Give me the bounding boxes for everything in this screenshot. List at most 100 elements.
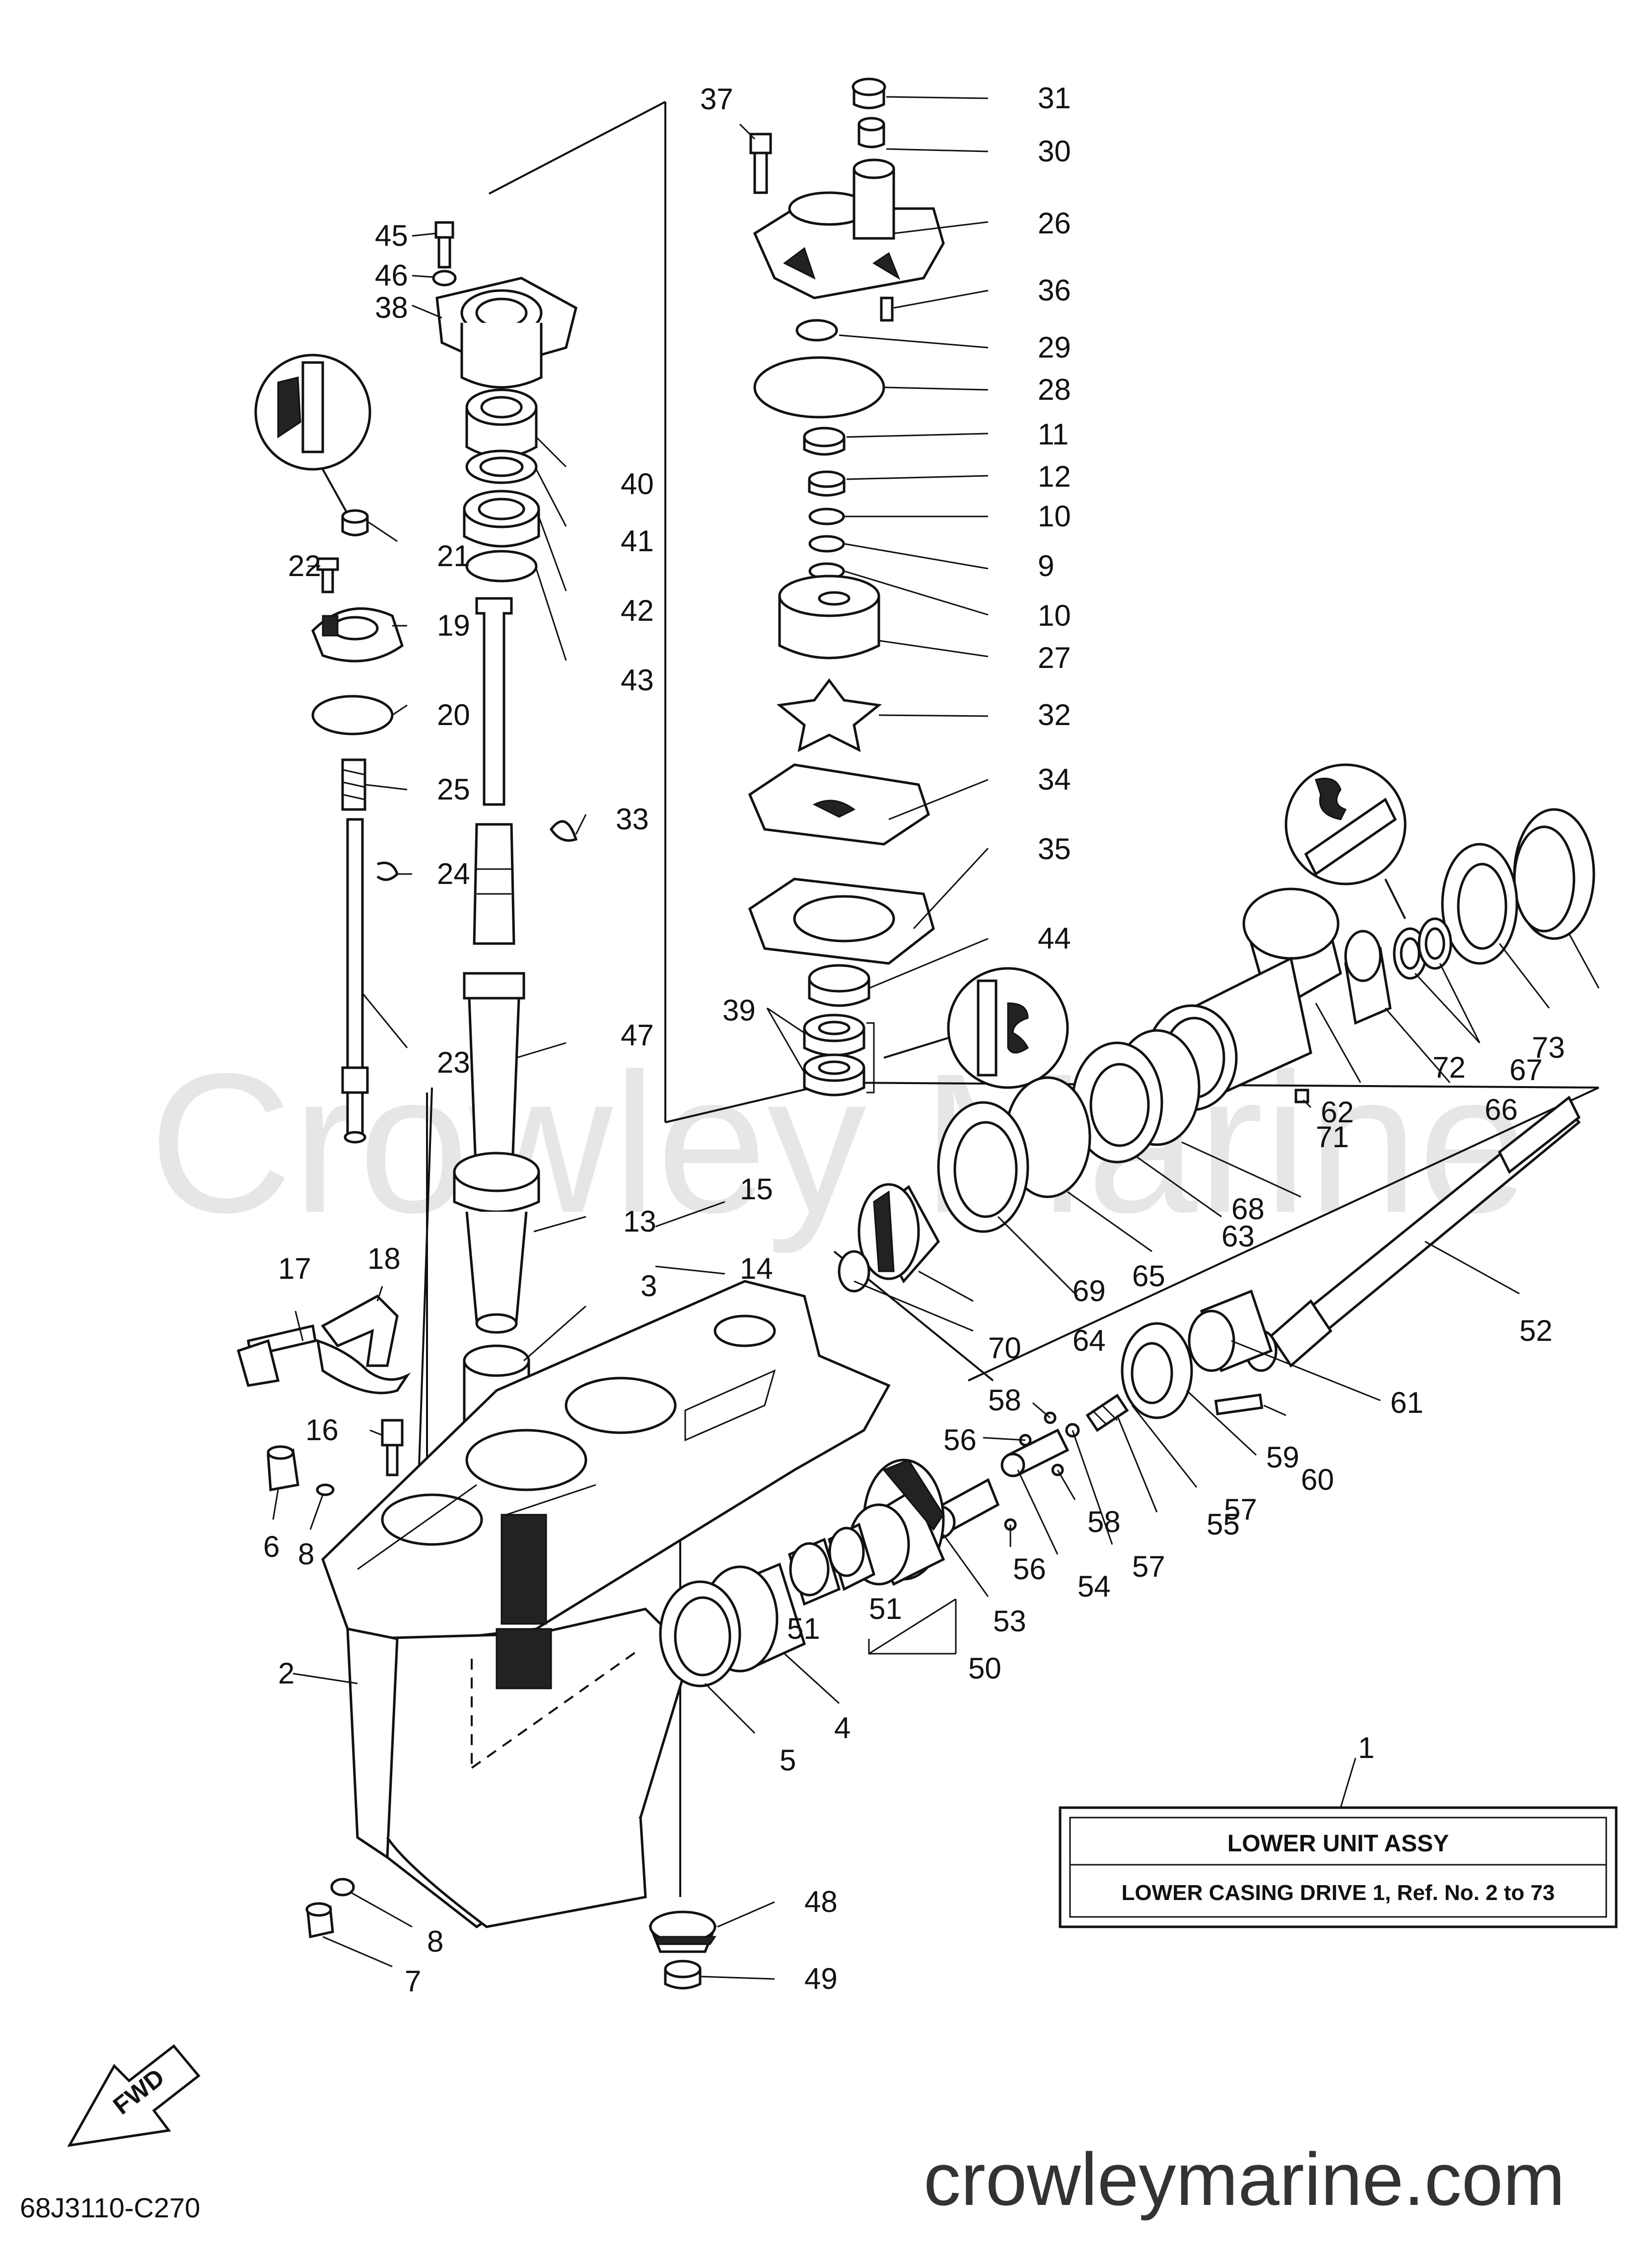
callout-58: 58: [1087, 1505, 1121, 1538]
part-46-washer: [432, 270, 457, 287]
callout-40: 40: [621, 467, 654, 501]
callout-73: 73: [1532, 1031, 1565, 1064]
callout-32: 32: [1038, 698, 1071, 732]
callout-61: 61: [1390, 1386, 1424, 1419]
callout-45: 45: [375, 219, 408, 252]
callout-42: 42: [621, 594, 654, 627]
callout-44: 44: [1038, 922, 1071, 955]
callout-63: 63: [1221, 1220, 1255, 1253]
callout-16: 16: [305, 1413, 339, 1447]
part-19-retainer: [311, 607, 404, 662]
part-51-taper-roller-bearings: [787, 1523, 875, 1606]
callout-64: 64: [1072, 1324, 1106, 1357]
callout-53: 53: [993, 1605, 1026, 1638]
callout-19: 19: [437, 609, 470, 642]
callout-62: 62: [1321, 1096, 1354, 1129]
callout-9: 9: [1038, 549, 1054, 583]
part-4-bearing-race: [701, 1562, 806, 1673]
part-8-gasket-lower: [330, 1878, 355, 1897]
callout-15: 15: [740, 1172, 773, 1206]
callout-49: 49: [804, 1962, 838, 1995]
callout-17: 17: [278, 1252, 311, 1285]
part-41-washer: [465, 449, 538, 484]
part-59-cross-pin: [1214, 1393, 1264, 1415]
part-33-key: [549, 820, 578, 842]
part-30-tube-seal: [857, 117, 885, 148]
part-36-dowel-pin: [880, 296, 894, 322]
legend-box: LOWER UNIT ASSY LOWER CASING DRIVE 1, Re…: [1059, 1806, 1618, 1928]
part-71-key: [1294, 1089, 1309, 1103]
part-17-link: [316, 1294, 411, 1394]
legend-subtitle: LOWER CASING DRIVE 1, Ref. No. 2 to 73: [1122, 1881, 1555, 1905]
callout-59: 59: [1266, 1441, 1299, 1474]
part-47-drive-shaft: [463, 597, 525, 1223]
part-70-shim: [838, 1250, 870, 1293]
callout-10: 10: [1038, 500, 1071, 533]
part-38-cover: [435, 277, 577, 389]
callout-50: 50: [968, 1652, 1001, 1685]
part-66-needle-bearing: [1344, 930, 1392, 1025]
callout-11: 11: [1038, 418, 1069, 451]
callout-48: 48: [804, 1885, 838, 1918]
part-13-sleeve: [453, 1152, 540, 1334]
callout-46: 46: [375, 259, 408, 292]
callout-2: 2: [278, 1657, 294, 1690]
callout-34: 34: [1038, 763, 1071, 796]
callout-47: 47: [621, 1019, 654, 1052]
callout-29: 29: [1038, 331, 1071, 364]
part-42-seal: [463, 490, 540, 548]
drawing-code: 68J3110-C270: [20, 2192, 200, 2223]
callout-66: 66: [1485, 1093, 1518, 1126]
callout-8: 8: [298, 1537, 314, 1571]
callout-41: 41: [621, 524, 654, 558]
part-7-drain-screw: [305, 1902, 334, 1939]
part-35-gasket: [748, 878, 935, 965]
callout-1: 1: [1358, 1731, 1374, 1764]
callout-58: 58: [988, 1384, 1021, 1417]
assembly-guide-lines: [416, 101, 1599, 1897]
part-61-spring: [1188, 1289, 1273, 1373]
callout-33: 33: [616, 803, 649, 836]
part-63-ball-bearing: [1071, 1041, 1163, 1164]
part-73-ring-nut: [1513, 808, 1595, 940]
bearing-detail-bubble: [1285, 763, 1407, 919]
callout-8: 8: [427, 1925, 443, 1958]
callout-12: 12: [1038, 460, 1071, 493]
part-39-oil-seals: [803, 1014, 875, 1097]
callout-71: 71: [1316, 1120, 1349, 1154]
part-20-o-ring: [311, 695, 394, 735]
callout-69: 69: [1072, 1274, 1106, 1308]
callout-23: 23: [437, 1046, 470, 1079]
part-44-seal-housing: [808, 964, 870, 1007]
callout-65: 65: [1132, 1259, 1165, 1293]
part-23-shift-rod: [341, 818, 369, 1144]
callout-20: 20: [437, 698, 470, 732]
callout-55: 55: [1207, 1508, 1240, 1541]
callout-57: 57: [1132, 1550, 1165, 1583]
site-url: crowleymarine.com: [924, 2137, 1565, 2221]
callout-4: 4: [834, 1711, 851, 1745]
callout-26: 26: [1038, 207, 1071, 240]
callout-54: 54: [1077, 1570, 1111, 1603]
callout-56: 56: [943, 1423, 977, 1457]
part-55-spring: [1085, 1393, 1129, 1432]
part-31-grommet: [852, 77, 886, 109]
callout-14: 14: [740, 1252, 773, 1285]
part-22-screw: [316, 557, 339, 593]
callout-27: 27: [1038, 641, 1071, 674]
callout-67: 67: [1509, 1053, 1543, 1087]
part-12-collar: [808, 470, 846, 497]
callout-28: 28: [1038, 373, 1071, 406]
callout-7: 7: [405, 1965, 421, 1998]
part-2-lower-casing: [321, 1280, 891, 1929]
callout-43: 43: [621, 663, 654, 697]
callout-24: 24: [437, 857, 470, 890]
callout-25: 25: [437, 773, 470, 806]
part-28-gasket-ring: [753, 356, 885, 419]
callout-39: 39: [722, 994, 756, 1027]
part-49-nut: [664, 1960, 702, 1989]
part-48-pinion-gear: [648, 1910, 717, 1953]
